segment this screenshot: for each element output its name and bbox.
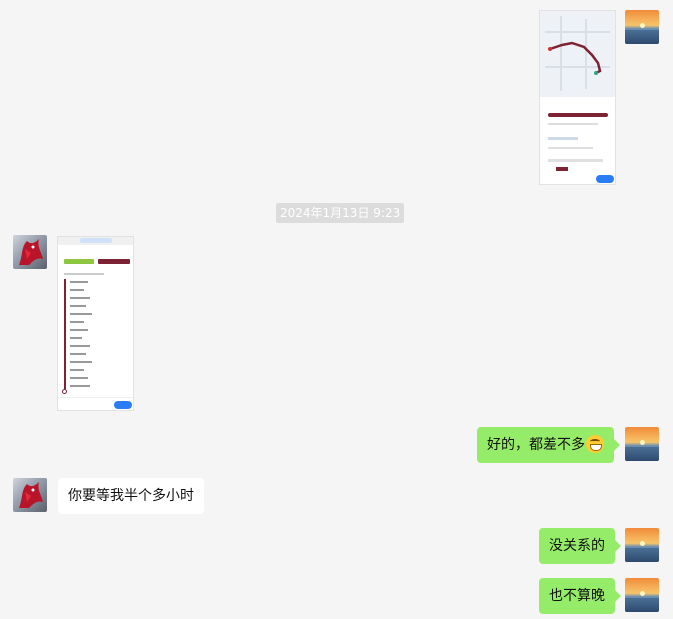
route-panel bbox=[540, 97, 615, 184]
dragon-icon bbox=[19, 482, 43, 508]
self-avatar[interactable] bbox=[625, 10, 659, 44]
sunset-icon bbox=[640, 541, 645, 546]
received-message-bubble[interactable]: 你要等我半个多小时 bbox=[58, 478, 204, 514]
sunset-icon bbox=[640, 591, 645, 596]
chat-timestamp: 2024年1月13日 9:23 bbox=[276, 203, 405, 223]
route-line bbox=[548, 41, 602, 75]
self-avatar[interactable] bbox=[625, 528, 659, 562]
dragon-icon bbox=[19, 239, 43, 265]
self-avatar[interactable] bbox=[625, 427, 659, 461]
map-view bbox=[540, 11, 615, 97]
map-route-thumbnail[interactable] bbox=[539, 10, 616, 185]
message-text: 也不算晚 bbox=[549, 588, 605, 604]
message-text: 好的，都差不多 bbox=[487, 437, 585, 453]
contact-avatar[interactable] bbox=[13, 478, 47, 512]
grin-emoji-icon bbox=[586, 435, 604, 453]
sent-message-bubble[interactable]: 也不算晚 bbox=[539, 578, 621, 614]
message-text: 你要等我半个多小时 bbox=[68, 488, 194, 504]
sent-message-bubble[interactable]: 好的，都差不多 bbox=[477, 427, 620, 463]
metro-route-thumbnail[interactable] bbox=[57, 236, 134, 411]
sunset-icon bbox=[640, 440, 645, 445]
sent-message-bubble[interactable]: 没关系的 bbox=[539, 528, 621, 564]
message-text: 没关系的 bbox=[549, 538, 605, 554]
contact-avatar[interactable] bbox=[13, 235, 47, 269]
self-avatar[interactable] bbox=[625, 578, 659, 612]
sunset-icon bbox=[640, 23, 645, 28]
